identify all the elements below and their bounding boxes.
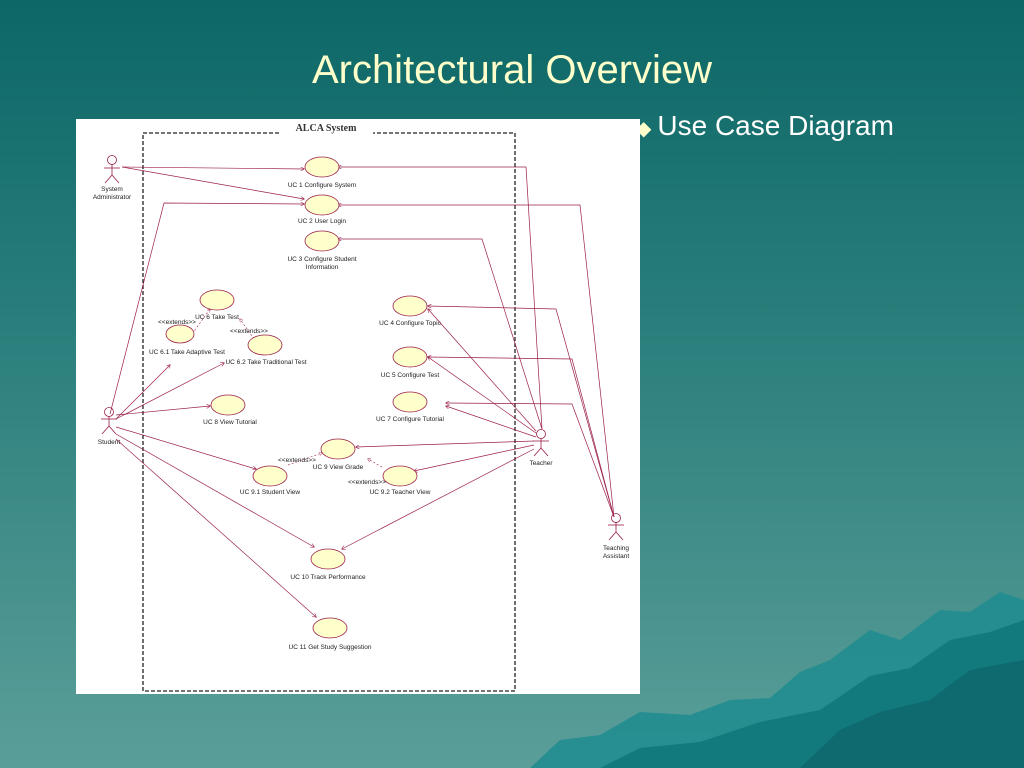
actor-admin [104, 155, 120, 184]
uc11-label: UC 11 Get Study Suggestion [289, 644, 372, 651]
uc4-label: UC 4 Configure Topic [379, 320, 441, 327]
uc92-ellipse [382, 465, 418, 487]
uc7-ellipse [392, 391, 428, 413]
uc2-label: UC 2 User Login [298, 218, 346, 225]
uc91-label: UC 9.1 Student View [240, 489, 301, 496]
uc61-label: UC 6.1 Take Adaptive Test [149, 349, 225, 356]
uc1-label: UC 1 Configure System [288, 182, 356, 189]
uc62-ellipse [247, 334, 283, 356]
uc10-ellipse [310, 548, 346, 570]
uc92-label: UC 9.2 Teacher View [370, 489, 431, 496]
uc6-label: UC 6 Take Test [195, 314, 239, 321]
subtitle-text: Use Case Diagram [657, 110, 894, 141]
uc5-ellipse [392, 346, 428, 368]
extends-label-62: <<extends>> [230, 328, 268, 335]
uc9-label: UC 9 View Grade [313, 464, 364, 471]
system-boundary [142, 132, 516, 692]
uc5-label: UC 5 Configure Test [381, 372, 440, 379]
uc11-ellipse [312, 617, 348, 639]
actor-student-label: Student [98, 439, 121, 446]
uc3-ellipse [304, 230, 340, 252]
actor-teaching-assistant [608, 513, 624, 541]
slide-title: Architectural Overview [311, 48, 713, 92]
uc8-ellipse [210, 394, 246, 416]
uc6-ellipse [199, 289, 235, 311]
uc61-ellipse [165, 324, 195, 344]
uc10-label: UC 10 Track Performance [290, 574, 366, 581]
actor-student [101, 407, 117, 435]
use-case-diagram: ALCA System <<extends>> << [76, 119, 640, 694]
actor-teacher-label: Teacher [529, 460, 553, 467]
uc9-ellipse [320, 438, 356, 460]
subtitle: ◆Use Case Diagram [636, 110, 894, 142]
extends-label-92: <<extends>> [348, 479, 386, 486]
uc7-label: UC 7 Configure Tutorial [376, 416, 444, 423]
uc2-ellipse [304, 194, 340, 216]
extends-label-91: <<extends>> [278, 457, 316, 464]
uc1-ellipse [304, 156, 340, 178]
uc4-ellipse [392, 295, 428, 317]
uc91-ellipse [252, 465, 288, 487]
uc8-label: UC 8 View Tutorial [203, 419, 257, 426]
uc62-label: UC 6.2 Take Traditional Test [225, 359, 306, 366]
system-name: ALCA System [296, 123, 358, 134]
actor-teacher [533, 429, 549, 457]
extends-label-61: <<extends>> [158, 319, 196, 326]
